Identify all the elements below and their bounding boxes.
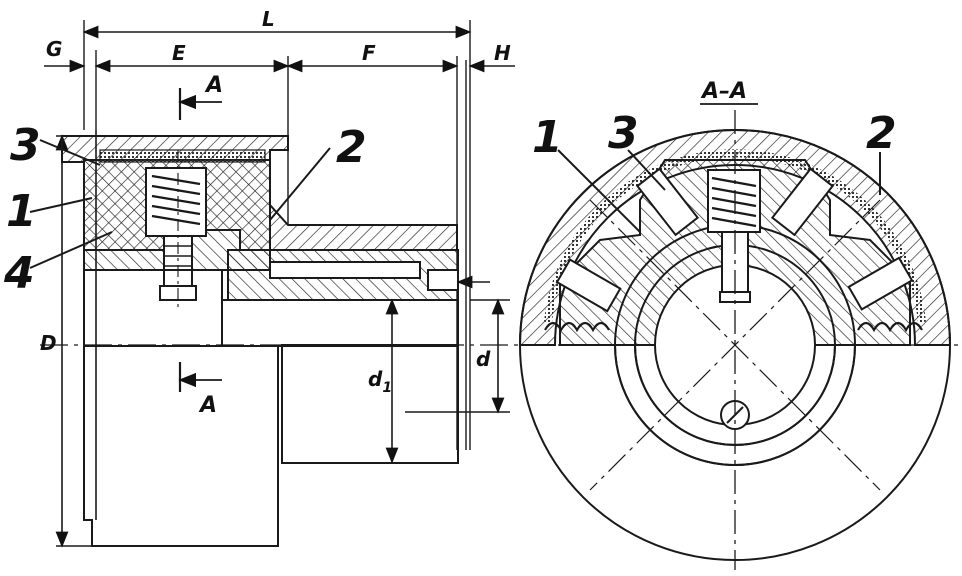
leader-r3 <box>627 149 666 191</box>
label-G: G <box>46 37 62 61</box>
part-label-4: 4 <box>3 248 35 299</box>
label-D: D <box>40 331 57 355</box>
label-E: E <box>172 41 186 65</box>
part-label-r3: 3 <box>608 108 639 159</box>
leader-2 <box>269 147 331 221</box>
label-d: d <box>476 347 491 371</box>
coil-left <box>544 321 610 333</box>
leader-1 <box>29 197 93 213</box>
section-label-bottom: A <box>198 393 217 418</box>
leader-r1 <box>557 149 641 233</box>
hub-outline <box>83 269 223 347</box>
keyway <box>269 261 421 279</box>
left-labels: L E F G H D d1 d A A 3 1 4 2 <box>3 7 511 418</box>
part-label-3: 3 <box>10 120 41 171</box>
label-H: H <box>494 41 511 65</box>
part-label-1: 1 <box>6 186 37 237</box>
part-label-r1: 1 <box>532 112 563 163</box>
coil-right <box>857 321 923 333</box>
section-view <box>518 103 952 570</box>
lower-inner-arc <box>614 344 856 466</box>
section-title: A–A <box>700 79 747 104</box>
label-L: L <box>262 7 275 31</box>
friction-lining <box>99 149 266 163</box>
left-view <box>29 20 960 548</box>
label-F: F <box>362 41 376 65</box>
set-screw <box>427 269 459 291</box>
part-label-r2: 2 <box>866 108 897 159</box>
leader-3 <box>39 139 101 166</box>
spring-pocket <box>145 167 207 237</box>
spring <box>151 174 201 226</box>
section-label-top: A <box>204 73 223 98</box>
lower-housing <box>83 345 279 547</box>
part-label-2: 2 <box>336 122 367 173</box>
section-labels: A–A 1 3 2 <box>532 79 897 163</box>
label-d1: d1 <box>368 367 392 396</box>
lower-sleeve <box>281 344 459 464</box>
sleeve-outline <box>221 299 459 347</box>
leader-4 <box>29 231 113 269</box>
